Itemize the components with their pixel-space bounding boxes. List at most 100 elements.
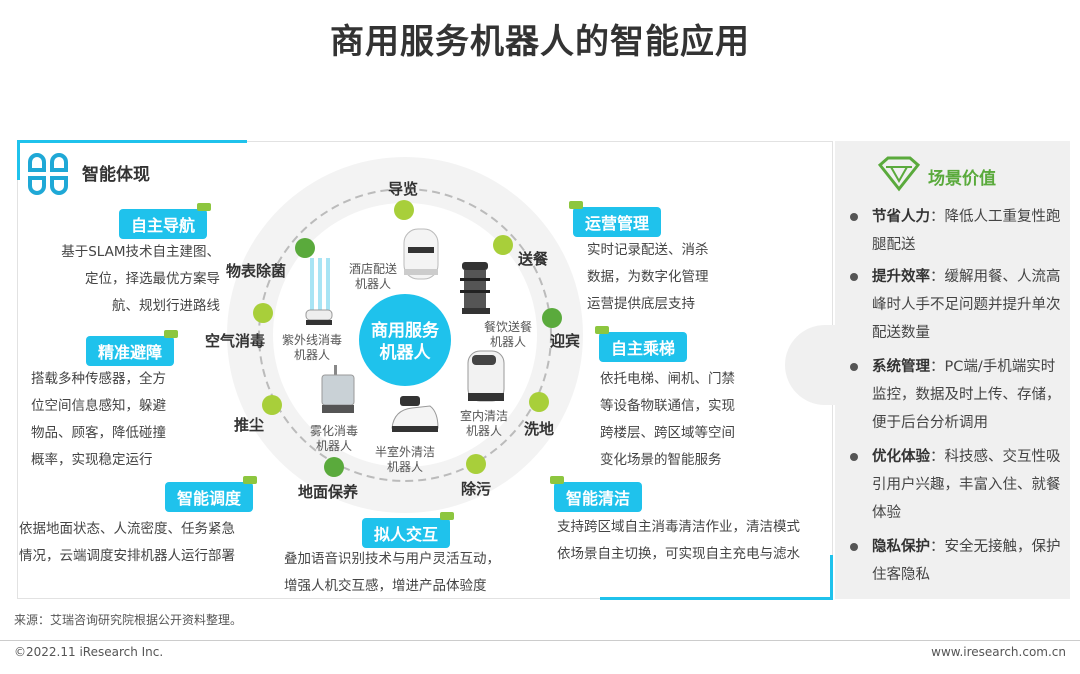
frame-accent — [17, 140, 20, 180]
flag-marker — [440, 512, 455, 520]
desc-line: 变化场景的智能服务 — [600, 452, 722, 468]
robot-label-line: 半室外清洁 — [375, 445, 436, 459]
desc-line: 运营提供底层支持 — [587, 296, 695, 312]
robot-label-line: 紫外线消毒 — [282, 333, 343, 347]
tag-label: 运营管理 — [585, 214, 650, 233]
value-item: 提升效率：缓解用餐、人流高峰时人手不足问题并提升单次配送数量 — [850, 263, 1065, 347]
robot-label: 酒店配送机器人 — [349, 262, 397, 292]
value-key: 提升效率 — [872, 269, 930, 285]
bullet — [850, 363, 858, 371]
flag-marker — [595, 326, 609, 334]
value-text: ：PC端/手机端实时监控，数据及时上传、存储，便于后台分析调用 — [872, 359, 1061, 431]
bullet — [850, 273, 858, 281]
desc-line: 依托电梯、闸机、门禁 — [600, 371, 735, 387]
desc-line: 实时记录配送、消杀 — [587, 242, 709, 258]
desc-line: 搭载多种传感器，全方 — [31, 371, 166, 387]
value-key: 系统管理 — [872, 359, 930, 375]
flag-marker — [243, 476, 258, 484]
feature-tag-smart-dispatch: 智能调度 — [165, 476, 258, 512]
feature-desc: 依据地面状态、人流密度、任务紧急情况，云端调度安排机器人运行部署 — [19, 516, 235, 570]
website: www.iresearch.com.cn — [931, 645, 1066, 659]
feature-desc: 叠加语音识别技术与用户灵活互动，增强人机交互感，增进产品体验度 — [284, 546, 500, 600]
desc-line: 支持跨区域自主消毒清洁作业，清洁模式 — [557, 519, 800, 535]
tag-label: 拟人交互 — [374, 525, 439, 544]
scenario-label: 导览 — [388, 180, 419, 198]
bullet — [850, 543, 858, 551]
robot-label-line: 机器人 — [387, 460, 424, 474]
grid-clover-icon — [28, 153, 68, 195]
frame-accent — [600, 597, 833, 600]
desc-line: 定位，择选最优方案导 — [85, 271, 220, 287]
value-text: ：降低人工重复性跑腿配送 — [872, 209, 1061, 253]
desc-line: 叠加语音识别技术与用户灵活互动， — [284, 551, 500, 567]
robot-label-line: 酒店配送 — [349, 262, 398, 276]
desc-line: 依据地面状态、人流密度、任务紧急 — [19, 521, 235, 537]
robot-label-line: 机器人 — [466, 424, 503, 438]
footer-divider — [0, 640, 1080, 641]
value-text: ：科技感、交互性吸引用户兴趣，丰富入住、就餐体验 — [872, 449, 1061, 521]
left-header: 智能体现 — [82, 165, 150, 185]
desc-line: 情况，云端调度安排机器人运行部署 — [19, 548, 235, 564]
desc-line: 等设备物联通信，实现 — [600, 398, 735, 414]
source-note: 来源：艾瑞咨询研究院根据公开资料整理。 — [14, 613, 243, 627]
indoor-cleaning-robot-icon — [467, 350, 505, 402]
feature-tag-human-interaction: 拟人交互 — [362, 512, 455, 548]
flag-marker — [550, 476, 564, 484]
robot-label: 室内清洁机器人 — [460, 409, 508, 439]
flag-marker — [164, 330, 179, 338]
scenario-node — [394, 200, 414, 220]
scenario-label: 洗地 — [524, 420, 555, 438]
feature-desc: 支持跨区域自主消毒清洁作业，清洁模式依场景自主切换，可实现自主充电与滤水 — [557, 514, 800, 568]
tag-label: 精准避障 — [98, 343, 163, 362]
center-label: 商用服务 机器人 — [359, 320, 451, 364]
tag-label: 智能清洁 — [566, 489, 631, 508]
flag-marker — [569, 201, 583, 209]
restaurant-robot-icon — [460, 262, 490, 314]
robot-label: 紫外线消毒机器人 — [282, 333, 342, 363]
feature-desc: 基于SLAM技术自主建图、定位，择选最优方案导航、规划行进路线 — [61, 239, 220, 320]
robot-label-line: 室内清洁 — [460, 409, 509, 423]
value-item: 优化体验：科技感、交互性吸引用户兴趣，丰富入住、就餐体验 — [850, 443, 1065, 527]
panel-tab — [785, 325, 845, 405]
value-key: 优化体验 — [872, 449, 930, 465]
flag-marker — [197, 203, 212, 211]
tag-label: 智能调度 — [177, 489, 242, 508]
desc-line: 物品、顾客，降低碰撞 — [31, 425, 166, 441]
scenario-label: 空气消毒 — [205, 332, 266, 350]
scenario-label: 物表除菌 — [226, 262, 287, 280]
desc-line: 跨楼层、跨区域等空间 — [600, 425, 735, 441]
robot-label-line: 机器人 — [316, 439, 353, 453]
desc-line: 数据，为数字化管理 — [587, 269, 709, 285]
robot-label-line: 雾化消毒 — [310, 424, 359, 438]
feature-tag-smart-cleaning: 智能清洁 — [550, 476, 643, 512]
value-text: ：缓解用餐、人流高峰时人手不足问题并提升单次配送数量 — [872, 269, 1061, 341]
robot-label: 半室外清洁机器人 — [375, 445, 435, 475]
tag-label: 自主导航 — [131, 216, 196, 235]
scenario-node — [493, 235, 513, 255]
robot-label-line: 机器人 — [490, 335, 527, 349]
scenario-node — [253, 303, 273, 323]
scenario-node — [262, 395, 282, 415]
scenario-label: 推尘 — [234, 416, 265, 434]
value-key: 隐私保护 — [872, 539, 930, 555]
atomizing-disinfection-robot-icon — [321, 365, 355, 413]
center-line: 商用服务 — [371, 321, 439, 341]
feature-tag-elevator: 自主乘梯 — [595, 326, 688, 362]
right-header: 场景价值 — [928, 169, 996, 189]
desc-line: 依场景自主切换，可实现自主充电与滤水 — [557, 546, 800, 562]
feature-tag-operations: 运营管理 — [569, 201, 662, 237]
feature-desc: 搭载多种传感器，全方位空间信息感知，躲避物品、顾客，降低碰撞概率，实现稳定运行 — [31, 366, 166, 474]
value-item: 节省人力：降低人工重复性跑腿配送 — [850, 203, 1065, 259]
bullet — [850, 453, 858, 461]
desc-line: 位空间信息感知，躲避 — [31, 398, 166, 414]
robot-label-line: 餐饮送餐 — [484, 320, 533, 334]
scenario-label: 除污 — [461, 480, 492, 498]
outdoor-cleaning-robot-icon — [391, 396, 439, 432]
feature-desc: 依托电梯、闸机、门禁等设备物联通信，实现跨楼层、跨区域等空间变化场景的智能服务 — [600, 366, 735, 474]
frame-accent — [830, 555, 833, 600]
value-item: 系统管理：PC端/手机端实时监控，数据及时上传、存储，便于后台分析调用 — [850, 353, 1065, 437]
frame-accent — [17, 140, 247, 143]
desc-line: 基于SLAM技术自主建图、 — [61, 244, 220, 260]
diamond-icon — [877, 156, 921, 192]
value-key: 节省人力 — [872, 209, 930, 225]
